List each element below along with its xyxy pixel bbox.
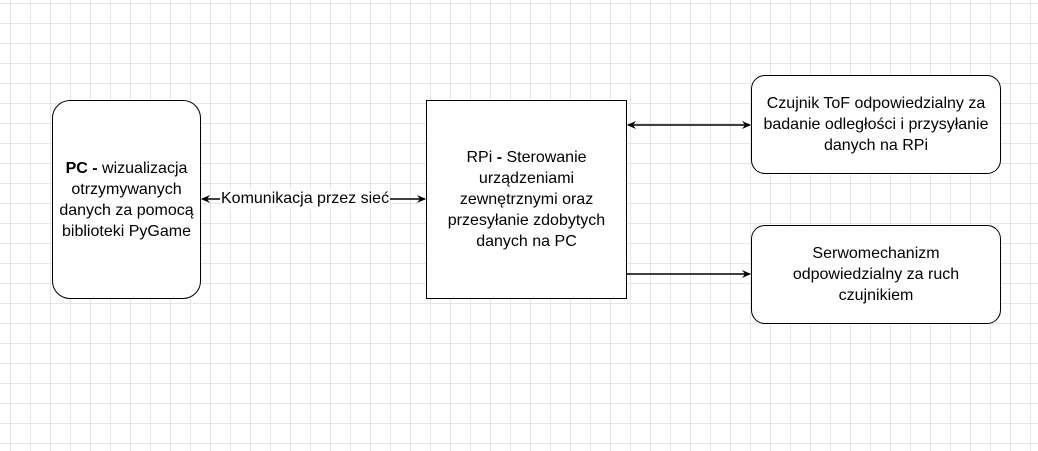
node-pc-prefix: PC bbox=[65, 159, 88, 177]
node-pc-visualization[interactable]: PC - wizualizacja otrzymywanych danych z… bbox=[52, 100, 201, 299]
node-pc-label: PC - wizualizacja otrzymywanych danych z… bbox=[57, 158, 196, 242]
node-tof-sensor[interactable]: Czujnik ToF odpowiedzialny za badanie od… bbox=[751, 75, 1001, 174]
edge-label-network: Komunikacja przez sieć bbox=[220, 189, 391, 209]
node-rpi-prefix: RPi bbox=[466, 149, 493, 166]
node-servo[interactable]: Serwomechanizm odpowiedzialny za ruch cz… bbox=[751, 225, 1001, 324]
node-servo-text: Serwomechanizm odpowiedzialny za ruch cz… bbox=[792, 245, 960, 304]
node-pc-text: wizualizacja otrzymywanych danych za pom… bbox=[59, 159, 194, 240]
node-rpi-separator: - bbox=[492, 149, 507, 166]
node-rpi-label: RPi - Sterowanie urządzeniami zewnętrzny… bbox=[431, 147, 622, 252]
node-pc-separator: - bbox=[87, 159, 103, 177]
node-tof-text: Czujnik ToF odpowiedzialny za badanie od… bbox=[763, 95, 989, 154]
node-rpi-controller[interactable]: RPi - Sterowanie urządzeniami zewnętrzny… bbox=[426, 100, 627, 299]
node-rpi-text: Sterowanie urządzeniami zewnętrznymi ora… bbox=[447, 149, 606, 250]
